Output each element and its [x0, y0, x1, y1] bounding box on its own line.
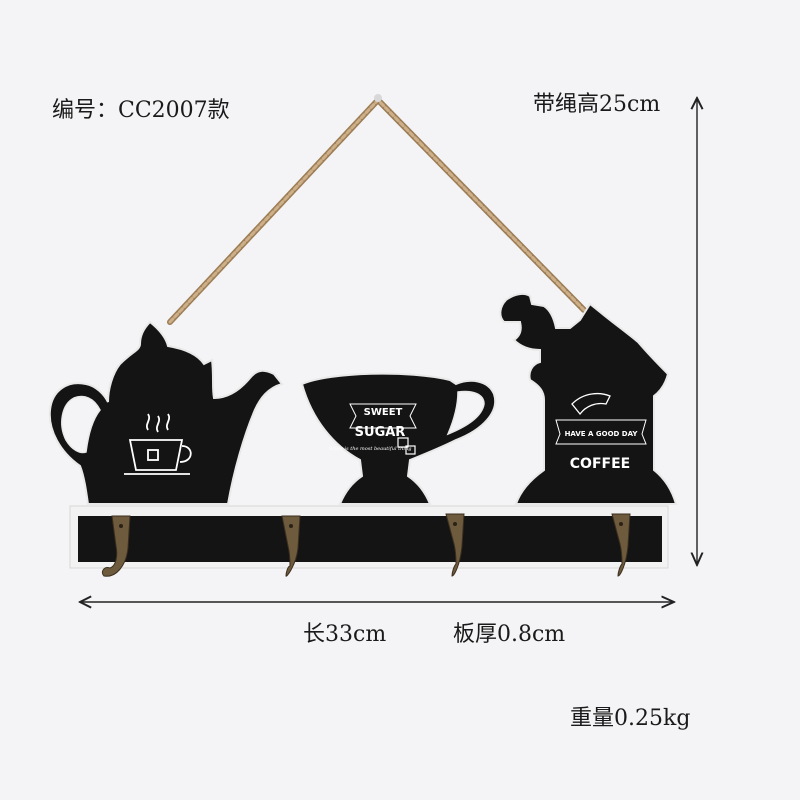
- sugar-decal-top: SWEET: [364, 407, 403, 418]
- tea-cup-decal: [124, 413, 192, 475]
- sugar-cup-panel: SWEET SUGAR Smile is the most beautiful …: [300, 372, 497, 505]
- sugar-decal-main: SUGAR: [355, 425, 406, 440]
- hook-2: [281, 515, 301, 577]
- coffee-decal: HAVE A GOOD DAY COFFEE: [555, 392, 647, 472]
- sugar-decal-script: Smile is the most beautiful thing: [329, 446, 412, 452]
- height-with-rope-label: 带绳高25cm: [533, 92, 661, 117]
- jute-rope: [167, 94, 587, 325]
- hook-board: [69, 505, 669, 569]
- model-number-label: 编号：CC2007款: [52, 98, 230, 123]
- coffee-decal-main: COFFEE: [570, 456, 630, 472]
- coffee-decal-ribbon: HAVE A GOOD DAY: [565, 430, 639, 438]
- coffee-grinder-panel: HAVE A GOOD DAY COFFEE: [499, 292, 678, 505]
- board-thickness-label: 板厚0.8cm: [453, 622, 566, 647]
- sweet-sugar-decal: SWEET SUGAR Smile is the most beautiful …: [329, 403, 417, 455]
- teapot-panel: [48, 320, 284, 505]
- length-label: 长33cm: [303, 622, 387, 647]
- hook-1: [101, 515, 131, 577]
- hook-4: [611, 513, 631, 577]
- hook-3: [445, 513, 465, 577]
- weight-label: 重量0.25kg: [570, 706, 691, 731]
